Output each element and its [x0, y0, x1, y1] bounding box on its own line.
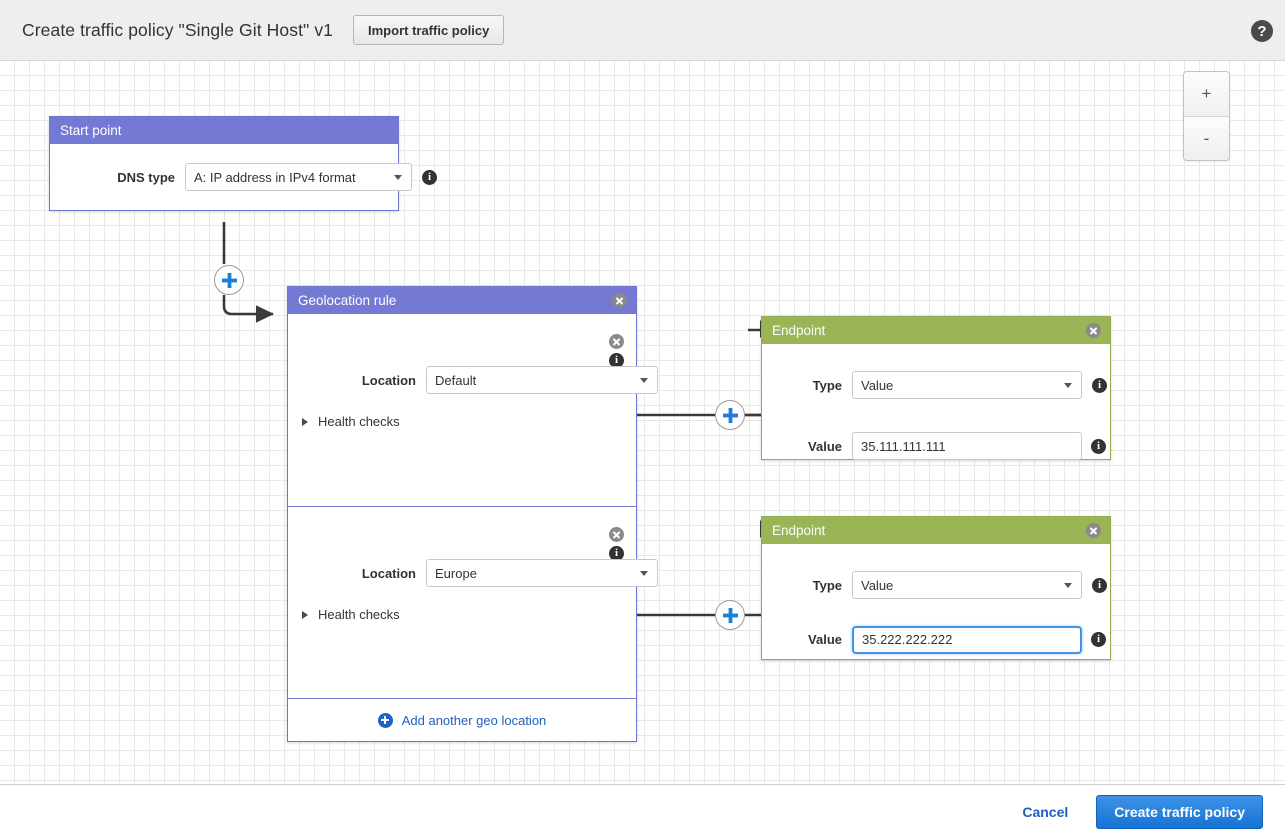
info-icon[interactable]: i: [422, 169, 437, 185]
endpoint-value-label: Value: [808, 632, 842, 647]
add-node-connector-start[interactable]: [214, 265, 244, 295]
health-checks-disclosure[interactable]: Health checks: [302, 414, 400, 429]
endpoint-type-label: Type: [812, 377, 842, 393]
action-bar: Cancel Create traffic policy: [0, 786, 1285, 838]
endpoint-type-select[interactable]: Value: [852, 371, 1082, 399]
location-select[interactable]: Default: [426, 366, 658, 394]
endpoint-title: Endpoint: [772, 523, 826, 538]
location-row: Location Europe: [288, 559, 658, 587]
add-geo-location-label: Add another geo location: [401, 712, 547, 728]
close-icon[interactable]: [612, 293, 627, 308]
endpoint-type-value: Value: [861, 577, 894, 593]
chevron-right-icon: [302, 417, 308, 426]
location-value: Europe: [435, 565, 477, 581]
create-traffic-policy-button[interactable]: Create traffic policy: [1096, 795, 1263, 829]
dns-type-row: DNS type A: IP address in IPv4 format i: [50, 163, 437, 191]
cancel-button[interactable]: Cancel: [1016, 803, 1074, 821]
add-node-connector-endpoint-1[interactable]: [715, 400, 745, 430]
policy-canvas[interactable]: + -: [0, 61, 1285, 785]
close-icon[interactable]: [1086, 523, 1101, 538]
endpoint-type-label: Type: [812, 577, 842, 593]
location-value: Default: [435, 372, 477, 388]
dns-type-label: DNS type: [117, 169, 175, 185]
endpoint-value-input[interactable]: 35.111.111.111: [852, 432, 1082, 460]
geolocation-rule-node[interactable]: Geolocation rule i Location Default Heal…: [287, 286, 658, 742]
add-geo-location-button[interactable]: Add another geo location: [288, 698, 636, 741]
plus-icon: [722, 407, 738, 423]
zoom-controls: + -: [1183, 71, 1230, 161]
geo-location-row: i Location Europe Health checks: [288, 506, 658, 698]
dns-type-value: A: IP address in IPv4 format: [194, 169, 356, 185]
help-icon[interactable]: ?: [1251, 20, 1273, 42]
endpoint-node-2[interactable]: Endpoint Type Value i 35.222.222.222 Val…: [761, 516, 1111, 660]
endpoint-type-row: Type Value i: [762, 571, 1107, 599]
endpoint-value-row: Value 35.111.111.111 i: [762, 432, 1106, 460]
close-icon[interactable]: [1086, 323, 1101, 338]
endpoint-header: Endpoint: [762, 517, 1110, 544]
start-point-node[interactable]: Start point DNS type A: IP address in IP…: [49, 116, 437, 211]
endpoint-body: Type Value i Value 35.111.111.111 i: [762, 344, 1110, 460]
endpoint-node-1[interactable]: Endpoint Type Value i Value 35.111.111.1…: [761, 316, 1111, 460]
health-checks-label: Health checks: [318, 414, 400, 429]
dns-type-select[interactable]: A: IP address in IPv4 format: [185, 163, 412, 191]
info-icon[interactable]: i: [1092, 577, 1107, 593]
add-node-connector-endpoint-2[interactable]: [715, 600, 745, 630]
location-label: Location: [361, 565, 416, 581]
geolocation-rule-header: Geolocation rule: [288, 287, 636, 314]
start-point-title: Start point: [60, 123, 122, 138]
close-icon[interactable]: [609, 527, 624, 542]
endpoint-value-text: 35.222.222.222: [862, 632, 953, 647]
endpoint-header: Endpoint: [762, 317, 1110, 344]
info-icon[interactable]: i: [1092, 377, 1107, 393]
geo-location-row: i Location Default Health checks: [288, 314, 658, 506]
plus-circle-icon: [377, 712, 393, 728]
import-traffic-policy-button[interactable]: Import traffic policy: [353, 15, 505, 45]
geolocation-rule-title: Geolocation rule: [298, 293, 397, 308]
endpoint-type-select[interactable]: Value: [852, 571, 1082, 599]
location-row: Location Default: [288, 366, 658, 394]
location-select[interactable]: Europe: [426, 559, 658, 587]
endpoint-type-value: Value: [861, 377, 894, 393]
info-icon[interactable]: i: [1091, 632, 1106, 647]
health-checks-label: Health checks: [318, 607, 400, 622]
info-icon[interactable]: i: [609, 546, 624, 561]
start-point-body: DNS type A: IP address in IPv4 format i: [50, 144, 437, 210]
endpoint-value-row: 35.222.222.222 Value i: [762, 625, 1106, 654]
plus-icon: [221, 272, 237, 288]
close-icon[interactable]: [609, 334, 624, 349]
app-header: Create traffic policy "Single Git Host" …: [0, 0, 1285, 61]
geolocation-rule-body: i Location Default Health checks i Locat…: [288, 314, 658, 741]
endpoint-value-text: 35.111.111.111: [861, 438, 946, 454]
zoom-in-button[interactable]: +: [1184, 72, 1229, 116]
endpoint-type-row: Type Value i: [762, 371, 1107, 399]
endpoint-body: Type Value i 35.222.222.222 Value i: [762, 544, 1110, 659]
zoom-out-button[interactable]: -: [1184, 116, 1229, 160]
location-label: Location: [361, 372, 416, 388]
plus-icon: [722, 607, 738, 623]
health-checks-disclosure[interactable]: Health checks: [302, 607, 400, 622]
page-title: Create traffic policy "Single Git Host" …: [22, 19, 334, 40]
endpoint-value-input[interactable]: 35.222.222.222: [852, 625, 1082, 654]
chevron-right-icon: [302, 610, 308, 619]
info-icon[interactable]: i: [609, 353, 624, 368]
start-point-header: Start point: [50, 117, 398, 144]
endpoint-value-label: Value: [808, 438, 842, 454]
endpoint-title: Endpoint: [772, 323, 826, 338]
info-icon[interactable]: i: [1091, 438, 1106, 454]
